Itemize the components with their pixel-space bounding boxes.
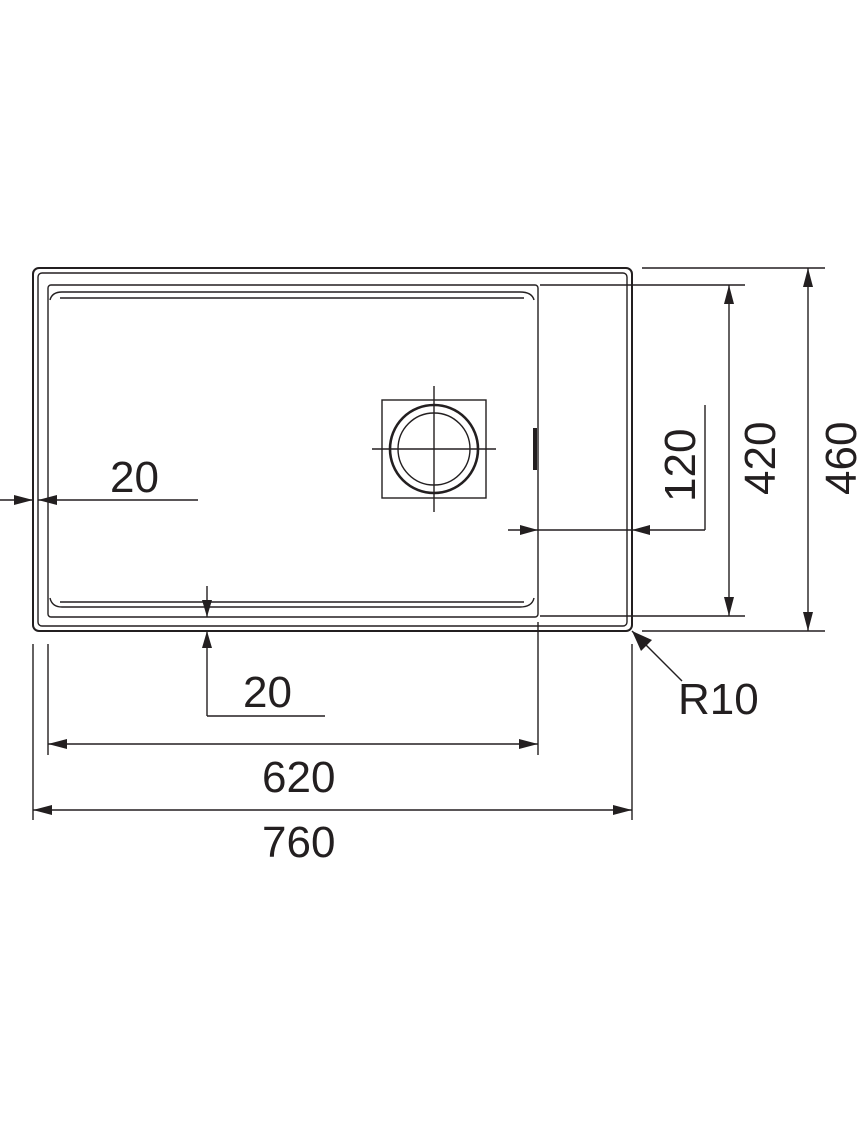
dimension-bottom-margin: 20 [202,586,325,717]
left-margin-label: 20 [110,453,159,502]
sink-outer-inner-edge [37,272,628,627]
dimension-inner-width: 620 [47,622,539,802]
dimension-outer-width: 760 [32,644,633,867]
outer-width-label: 760 [262,818,335,867]
drain [372,386,496,512]
dimension-left-margin: 20 [0,453,198,505]
dimension-outer-depth: 460 [642,267,860,632]
inner-width-label: 620 [262,753,335,802]
bowl-lower-edge [49,597,535,608]
inner-depth-label: 420 [736,422,785,495]
sink-body [32,267,633,632]
bowl-upper-edge [49,291,535,301]
dimension-inner-depth: 420 [540,284,785,617]
outer-depth-label: 460 [817,422,860,495]
corner-radius-label: R10 [678,675,759,724]
dimension-drain-offset: 120 [508,405,706,535]
sink-outer-outline [32,267,633,632]
bottom-margin-label: 20 [243,668,292,717]
bowl-outline [47,284,539,618]
drain-offset-label: 120 [656,429,705,502]
dimension-corner-radius: R10 [631,630,759,724]
